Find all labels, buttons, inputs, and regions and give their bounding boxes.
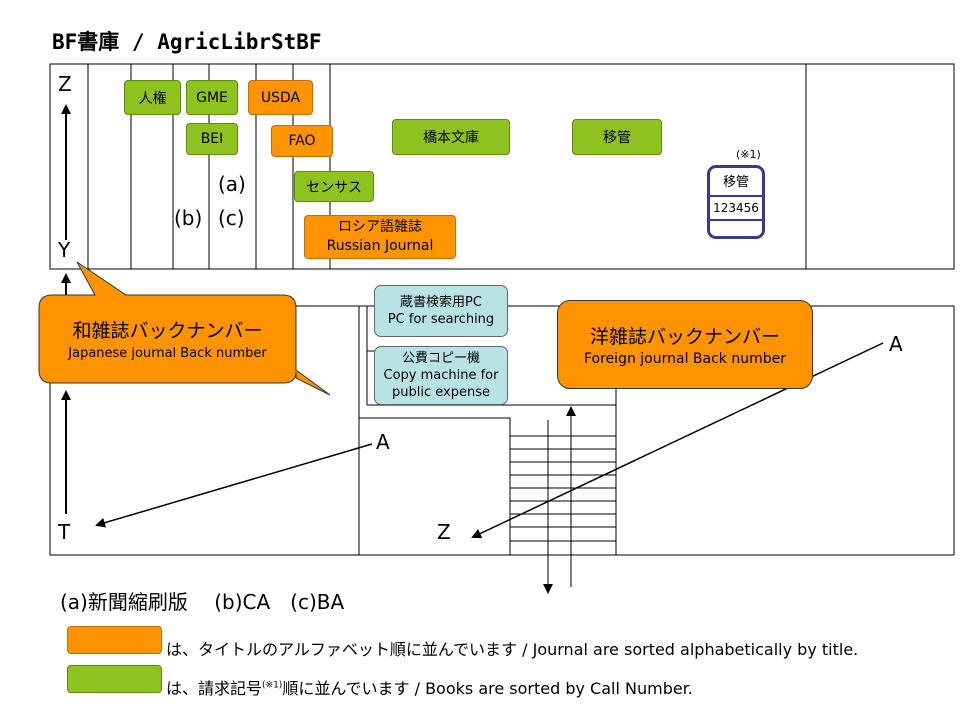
label-z-top: Z: [58, 72, 72, 96]
marker-b: (b): [174, 206, 203, 230]
callout-japanese-title: 和雑誌バックナンバー: [72, 320, 263, 342]
label-z-mid: Z: [437, 520, 451, 544]
search-pc: 蔵書検索用PC PC for searching: [374, 285, 508, 337]
label-number: 123456: [710, 197, 762, 221]
legend-orange-swatch: [67, 626, 162, 654]
shelf-gme: GME: [186, 80, 238, 115]
shelf-bei: BEI: [186, 123, 238, 155]
label-t: T: [58, 520, 71, 544]
shelf-hashimoto-bunko: 橋本文庫: [392, 119, 510, 155]
label-a-right: A: [889, 332, 903, 356]
callout-foreign: [557, 300, 813, 389]
legend-green-note: (※1): [262, 680, 283, 691]
callout-japanese-subtitle: Japanese journal Back number: [68, 346, 267, 361]
footnote-abc: (a)新聞縮刷版 (b)CA (c)BA: [60, 590, 345, 614]
top-stack-area: [49, 63, 955, 270]
shelf-usda: USDA: [248, 80, 313, 115]
shelf-ikan: 移管: [572, 119, 662, 155]
legend-green-swatch: [67, 665, 162, 693]
page-title: BF書庫 / AgricLibrStBF: [52, 30, 322, 54]
call-number-label-example: 移管 123456: [707, 165, 765, 239]
shelf-census: センサス: [294, 171, 374, 202]
marker-c: (c): [218, 206, 245, 230]
shelf-fao: FAO: [271, 125, 333, 157]
label-a-mid: A: [376, 430, 390, 454]
callout-foreign-subtitle: Foreign journal Back number: [584, 351, 786, 367]
label-y: Y: [58, 238, 71, 262]
stairs: [510, 435, 616, 542]
shelf-russian-journal: ロシア語雑誌 Russian Journal: [304, 215, 456, 259]
marker-a: (a): [218, 172, 246, 196]
copy-machine: 公費コピー機 Copy machine for public expense: [374, 346, 508, 405]
note-mark: (※1): [736, 148, 761, 161]
legend-orange-text: は、タイトルのアルファベット順に並んでいます / Journal are sor…: [166, 640, 859, 659]
legend-green-text: は、請求記号(※1)順に並んでいます / Books are sorted by…: [166, 679, 693, 698]
callout-foreign-title: 洋雑誌バックナンバー: [589, 326, 780, 348]
shelf-jinken: 人権: [124, 80, 181, 115]
label-location: 移管: [710, 168, 762, 197]
